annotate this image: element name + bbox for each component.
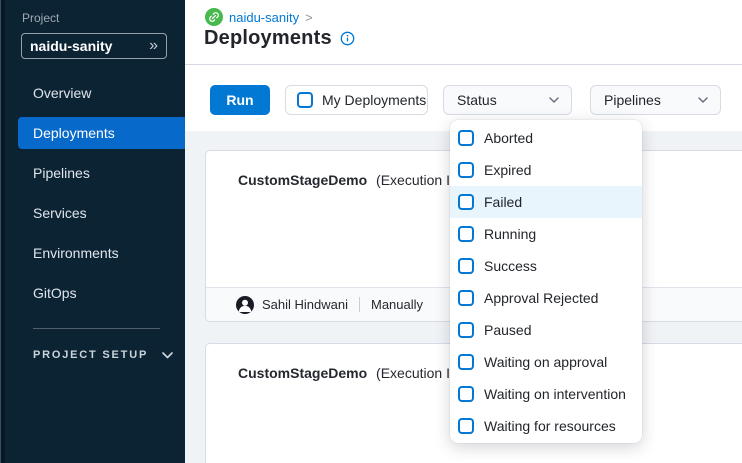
status-option-label: Waiting for resources	[484, 418, 616, 434]
sidebar-item[interactable]: Pipelines	[0, 157, 185, 189]
sidebar-item[interactable]: Services	[0, 197, 185, 229]
page-title: Deployments	[204, 27, 332, 50]
status-filter-dropdown[interactable]: Status	[443, 85, 572, 115]
status-option[interactable]: Expired	[450, 154, 642, 186]
status-option[interactable]: Paused	[450, 314, 642, 346]
status-option-checkbox[interactable]	[458, 354, 474, 370]
status-option-label: Waiting on approval	[484, 354, 607, 370]
sidebar-item-label: Overview	[33, 85, 91, 101]
status-option-checkbox[interactable]	[458, 194, 474, 210]
status-option-checkbox[interactable]	[458, 226, 474, 242]
execution-id-text: (Execution Id	[376, 365, 458, 381]
run-button[interactable]: Run	[210, 85, 270, 115]
page-header: naidu-sanity > Deployments	[185, 0, 742, 65]
status-filter-label: Status	[457, 92, 497, 108]
status-option[interactable]: Failed	[450, 186, 642, 218]
pipeline-name: CustomStageDemo	[238, 172, 367, 188]
execution-id-text: (Execution Id	[376, 172, 458, 188]
status-option-checkbox[interactable]	[458, 162, 474, 178]
project-sidebar: Project naidu-sanity » Overview Deployme…	[0, 0, 185, 463]
status-option-checkbox[interactable]	[458, 418, 474, 434]
double-chevron-right-icon[interactable]: »	[149, 38, 158, 54]
pipelines-filter-label: Pipelines	[604, 92, 661, 108]
info-icon[interactable]	[340, 31, 355, 46]
cd-module-icon	[205, 8, 223, 26]
sidebar-item[interactable]: Overview	[0, 77, 185, 109]
pipelines-filter-dropdown[interactable]: Pipelines	[590, 85, 721, 115]
status-filter-menu: Aborted Expired Failed Running Success	[450, 120, 642, 443]
sidebar-nav: Overview Deployments Pipelines Services …	[0, 77, 185, 317]
my-deployments-checkbox[interactable]	[297, 92, 313, 108]
status-option[interactable]: Waiting for resources	[450, 410, 642, 442]
status-option[interactable]: Aborted	[450, 122, 642, 154]
status-option[interactable]: Success	[450, 250, 642, 282]
status-option-label: Waiting on intervention	[484, 386, 626, 402]
status-option[interactable]: Running	[450, 218, 642, 250]
project-name: naidu-sanity	[30, 38, 149, 54]
pipeline-name: CustomStageDemo	[238, 365, 367, 381]
user-avatar-icon	[236, 296, 254, 314]
footer-divider	[359, 297, 360, 312]
sidebar-item-label: Pipelines	[33, 165, 90, 181]
status-option-label: Aborted	[484, 130, 533, 146]
my-deployments-label: My Deployments	[322, 92, 426, 108]
chevron-down-icon	[698, 97, 708, 103]
sidebar-item-label: Environments	[33, 245, 119, 261]
status-option-label: Running	[484, 226, 536, 242]
breadcrumb-project-link[interactable]: naidu-sanity	[229, 10, 299, 25]
chevron-down-icon	[162, 352, 173, 359]
triggered-by-user: Sahil Hindwani	[262, 297, 348, 312]
execution-title-row: CustomStageDemo (Execution Id	[238, 365, 458, 381]
project-label: Project	[22, 11, 59, 25]
project-setup-label: PROJECT SETUP	[33, 349, 148, 361]
execution-title-row: CustomStageDemo (Execution Id	[238, 172, 458, 188]
status-option-label: Failed	[484, 194, 522, 210]
chevron-down-icon	[549, 97, 559, 103]
status-option[interactable]: Waiting on intervention	[450, 378, 642, 410]
status-option-label: Paused	[484, 322, 531, 338]
project-selector[interactable]: naidu-sanity »	[21, 33, 167, 59]
status-option-label: Expired	[484, 162, 531, 178]
status-option-checkbox[interactable]	[458, 258, 474, 274]
status-option[interactable]: Approval Rejected	[450, 282, 642, 314]
status-option-checkbox[interactable]	[458, 130, 474, 146]
status-option[interactable]: Waiting on approval	[450, 346, 642, 378]
my-deployments-toggle[interactable]: My Deployments	[285, 85, 428, 115]
project-setup-toggle[interactable]: PROJECT SETUP	[33, 349, 173, 361]
sidebar-divider	[33, 328, 160, 329]
chevron-right-icon: >	[305, 10, 313, 25]
sidebar-item-label: Services	[33, 205, 87, 221]
status-option-checkbox[interactable]	[458, 290, 474, 306]
status-option-checkbox[interactable]	[458, 322, 474, 338]
title-row: Deployments	[204, 27, 355, 50]
status-option-label: Success	[484, 258, 537, 274]
status-option-checkbox[interactable]	[458, 386, 474, 402]
sidebar-item[interactable]: Environments	[0, 237, 185, 269]
breadcrumb: naidu-sanity >	[205, 8, 313, 26]
status-option-label: Approval Rejected	[484, 290, 598, 306]
sidebar-item[interactable]: GitOps	[0, 277, 185, 309]
sidebar-item[interactable]: Deployments	[18, 117, 185, 149]
sidebar-item-label: Deployments	[33, 125, 115, 141]
sidebar-item-label: GitOps	[33, 285, 77, 301]
trigger-type: Manually	[371, 297, 423, 312]
